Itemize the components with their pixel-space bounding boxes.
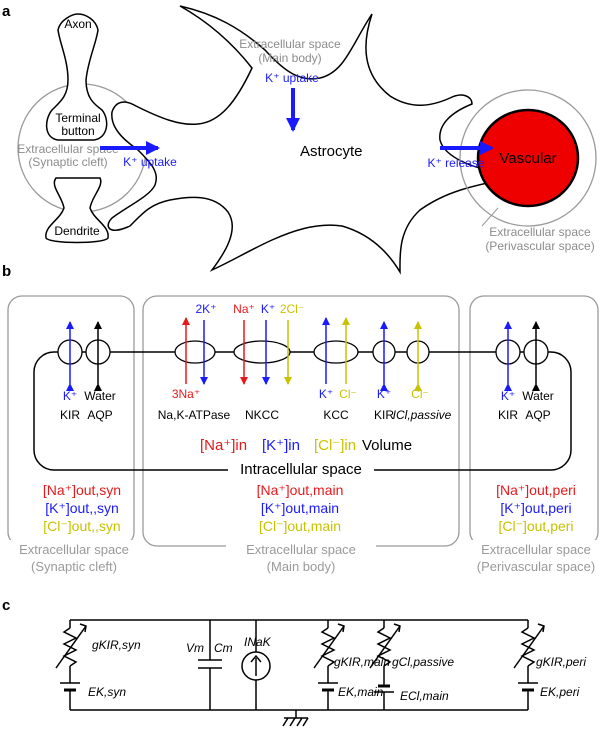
syn-label-bg: [4, 540, 144, 576]
ground-hatch: [282, 717, 309, 727]
e-k-peri-label: EK,peri: [540, 685, 580, 699]
g-cl-passive-label: gCl,passive: [392, 655, 454, 669]
peri-cl-label: [Cl⁻]out,peri: [498, 518, 573, 534]
left-kir-label: KIR: [60, 408, 80, 422]
kcc-transporter: [313, 340, 359, 364]
dendrite-label: Dendrite: [54, 224, 100, 238]
main-kir-k-label: K⁺: [377, 387, 391, 401]
peri-label-bg: [466, 540, 606, 576]
nak-label: Na,K-ATPase: [158, 408, 231, 422]
kcc-k-label: K⁺: [319, 387, 333, 401]
nak-bottom-label: 3Na⁺: [172, 387, 200, 401]
main-cl-label: [Cl⁻]out,main: [259, 518, 341, 534]
k-release-label: K⁺ release: [427, 156, 484, 170]
vm-label: Vm: [186, 641, 204, 655]
panel-b: b K⁺ Water KIR AQP 2K⁺ 3Na⁺ Na,K-ATPase …: [2, 263, 606, 576]
syn-space-label-1: Extracellular space: [17, 142, 119, 156]
kcc-label: KCC: [323, 408, 349, 422]
axon-terminal-shape: [45, 13, 108, 141]
b-syn-space-label-2: (Synaptic cleft): [31, 559, 117, 574]
peri-branch: [513, 620, 545, 710]
intracellular-label: Intracellular space: [240, 461, 362, 478]
inak-label: INaK: [244, 635, 272, 649]
syn-space-label-2: (Synaptic cleft): [28, 155, 107, 169]
nkcc-label: NKCC: [245, 408, 279, 422]
dendrite-shape: [45, 177, 109, 244]
nkcc-k-label: K⁺: [261, 302, 275, 316]
cl-passive-cl-label: Cl⁻: [411, 387, 429, 401]
perivascular-circle: [459, 89, 597, 227]
b-main-space-label-2: (Main body): [267, 559, 336, 574]
b-syn-space-label-1: Extracellular space: [19, 542, 129, 557]
g-kir-peri-label: gKIR,peri: [536, 655, 586, 669]
vascular-label: Vascular: [499, 150, 556, 167]
syn-branch: [55, 620, 87, 710]
panel-c: c gKIR,syn EK,syn Vm Cm: [2, 597, 586, 727]
right-water-label: Water: [522, 389, 554, 403]
panel-c-letter: c: [2, 597, 10, 614]
b-main-space-label-1: Extracellular space: [246, 542, 356, 557]
b-peri-space-label-1: Extracellular space: [481, 542, 591, 557]
main-na-label: [Na⁺]out,main: [257, 482, 344, 498]
astrocyte-shape: [107, 5, 521, 275]
intracellular-cell: [33, 351, 572, 471]
nak-atpase-transporter: [174, 340, 216, 364]
peri-leader-line: [481, 207, 499, 227]
b-peri-space-label-2: (Perivascular space): [477, 559, 596, 574]
syn-cl-label: [Cl⁻]out,,syn: [43, 518, 120, 534]
main-label-bg: [226, 540, 376, 576]
k-uptake-syn-label: K⁺ uptake: [123, 155, 177, 169]
peri-k-label: [K⁺]out,peri: [500, 500, 571, 516]
panel-b-letter: b: [2, 263, 11, 280]
syn-na-label: [Na⁺]out,syn: [43, 482, 121, 498]
panel-a-letter: a: [2, 3, 11, 20]
nak-current-source: [241, 620, 271, 710]
left-aqp-label: AQP: [87, 408, 112, 422]
nkcc-na-label: Na⁺: [233, 302, 255, 316]
nkcc-cl-label: 2Cl⁻: [280, 302, 304, 316]
left-k-label: K⁺: [63, 389, 77, 403]
intracellular-label-bg: [228, 460, 374, 478]
k-uptake-main-label: K⁺ uptake: [265, 71, 319, 85]
main-space-label-1: Extracellular space: [239, 37, 341, 51]
in-cl-label: [Cl⁻]in: [314, 437, 356, 454]
main-space-label-2: (Main body): [258, 51, 321, 65]
syn-k-label: [K⁺]out,,syn: [45, 500, 119, 516]
volume-label: Volume: [362, 437, 412, 454]
g-kir-main-label: gKIR,main: [334, 655, 390, 669]
right-k-label: K⁺: [501, 389, 515, 403]
cm-label: Cm: [214, 641, 233, 655]
peri-space-label-2: (Perivascular space): [485, 239, 594, 253]
peri-na-label: [Na⁺]out,peri: [496, 482, 576, 498]
kcc-cl-label: Cl⁻: [339, 387, 357, 401]
vascular-shape: [476, 108, 580, 208]
nak-top-label: 2K⁺: [195, 302, 216, 316]
main-kir-label: KIR: [374, 408, 394, 422]
right-aqp-label: AQP: [525, 408, 550, 422]
cl-passive-branch: [369, 620, 401, 710]
panel-a: a Axon Terminal button Dendrite Extracel…: [2, 3, 597, 275]
astrocyte-label: Astrocyte: [300, 143, 363, 160]
membrane-capacitor: [198, 620, 222, 710]
right-kir-label: KIR: [498, 408, 518, 422]
nkcc-transporter: [233, 340, 291, 364]
in-na-label: [Na⁺]in: [200, 437, 247, 454]
terminal-label-1: Terminal: [55, 111, 100, 125]
e-k-main-label: EK,main: [338, 685, 384, 699]
in-k-label: [K⁺]in: [262, 437, 300, 454]
main-kir-branch: [313, 620, 345, 710]
terminal-label-2: button: [61, 124, 94, 138]
g-kir-syn-label: gKIR,syn: [92, 638, 141, 652]
axon-label: Axon: [64, 17, 91, 31]
main-k-label: [K⁺]out,main: [261, 500, 339, 516]
peri-space-label-1: Extracellular space: [489, 225, 591, 239]
e-k-syn-label: EK,syn: [88, 685, 126, 699]
left-water-label: Water: [84, 389, 116, 403]
e-cl-main-label: ECl,main: [400, 689, 449, 703]
cl-passive-label: ICl,passive: [393, 408, 452, 422]
